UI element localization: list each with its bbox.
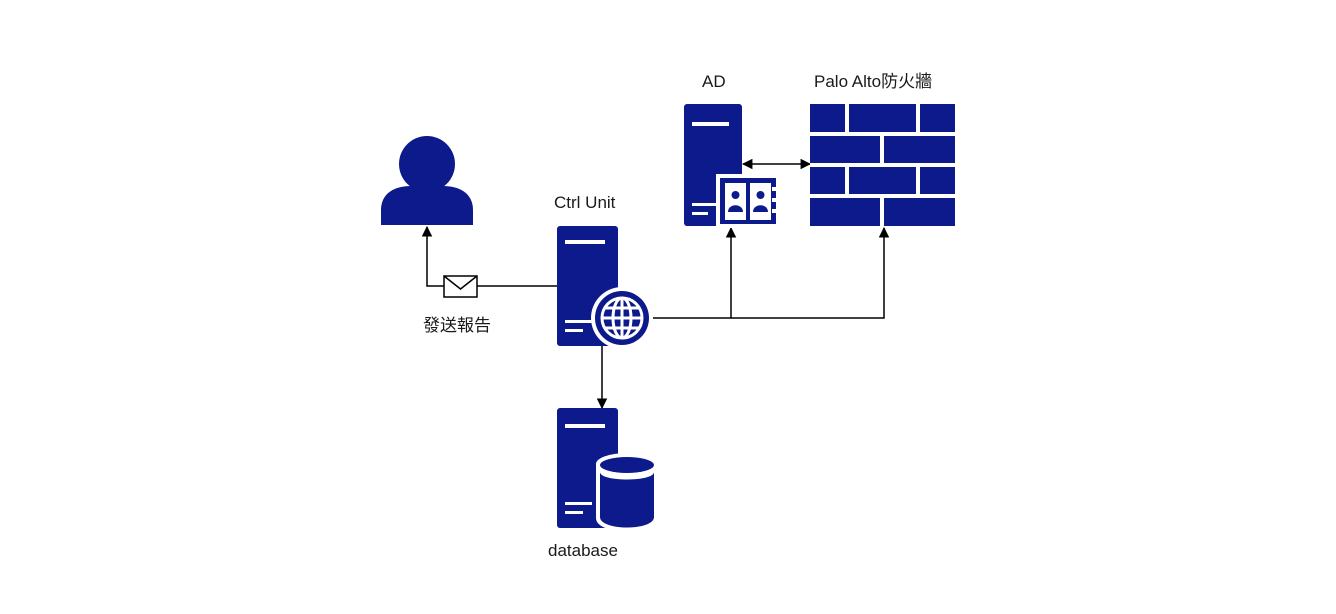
- report-edge-label: 發送報告: [423, 316, 491, 335]
- edge-ctrl-to-ad: [652, 226, 737, 319]
- connectors: [421, 158, 890, 410]
- globe-icon: [591, 287, 653, 349]
- ad-label: AD: [702, 72, 726, 91]
- envelope-icon: [443, 275, 478, 298]
- ctrl-unit-label: Ctrl Unit: [554, 193, 616, 212]
- firewall-label: Palo Alto防火牆: [814, 72, 933, 91]
- cylinder-icon: [596, 453, 658, 532]
- web-server-icon: [557, 226, 653, 349]
- edge-ctrl-to-firewall: [731, 226, 890, 319]
- address-book-icon: [716, 174, 780, 228]
- edge-report-to-user: [421, 225, 557, 287]
- firewall-icon: [810, 104, 955, 226]
- database-server-icon: [557, 408, 658, 532]
- user-icon: [381, 136, 473, 225]
- directory-server-icon: [684, 104, 780, 228]
- database-label: database: [548, 541, 618, 560]
